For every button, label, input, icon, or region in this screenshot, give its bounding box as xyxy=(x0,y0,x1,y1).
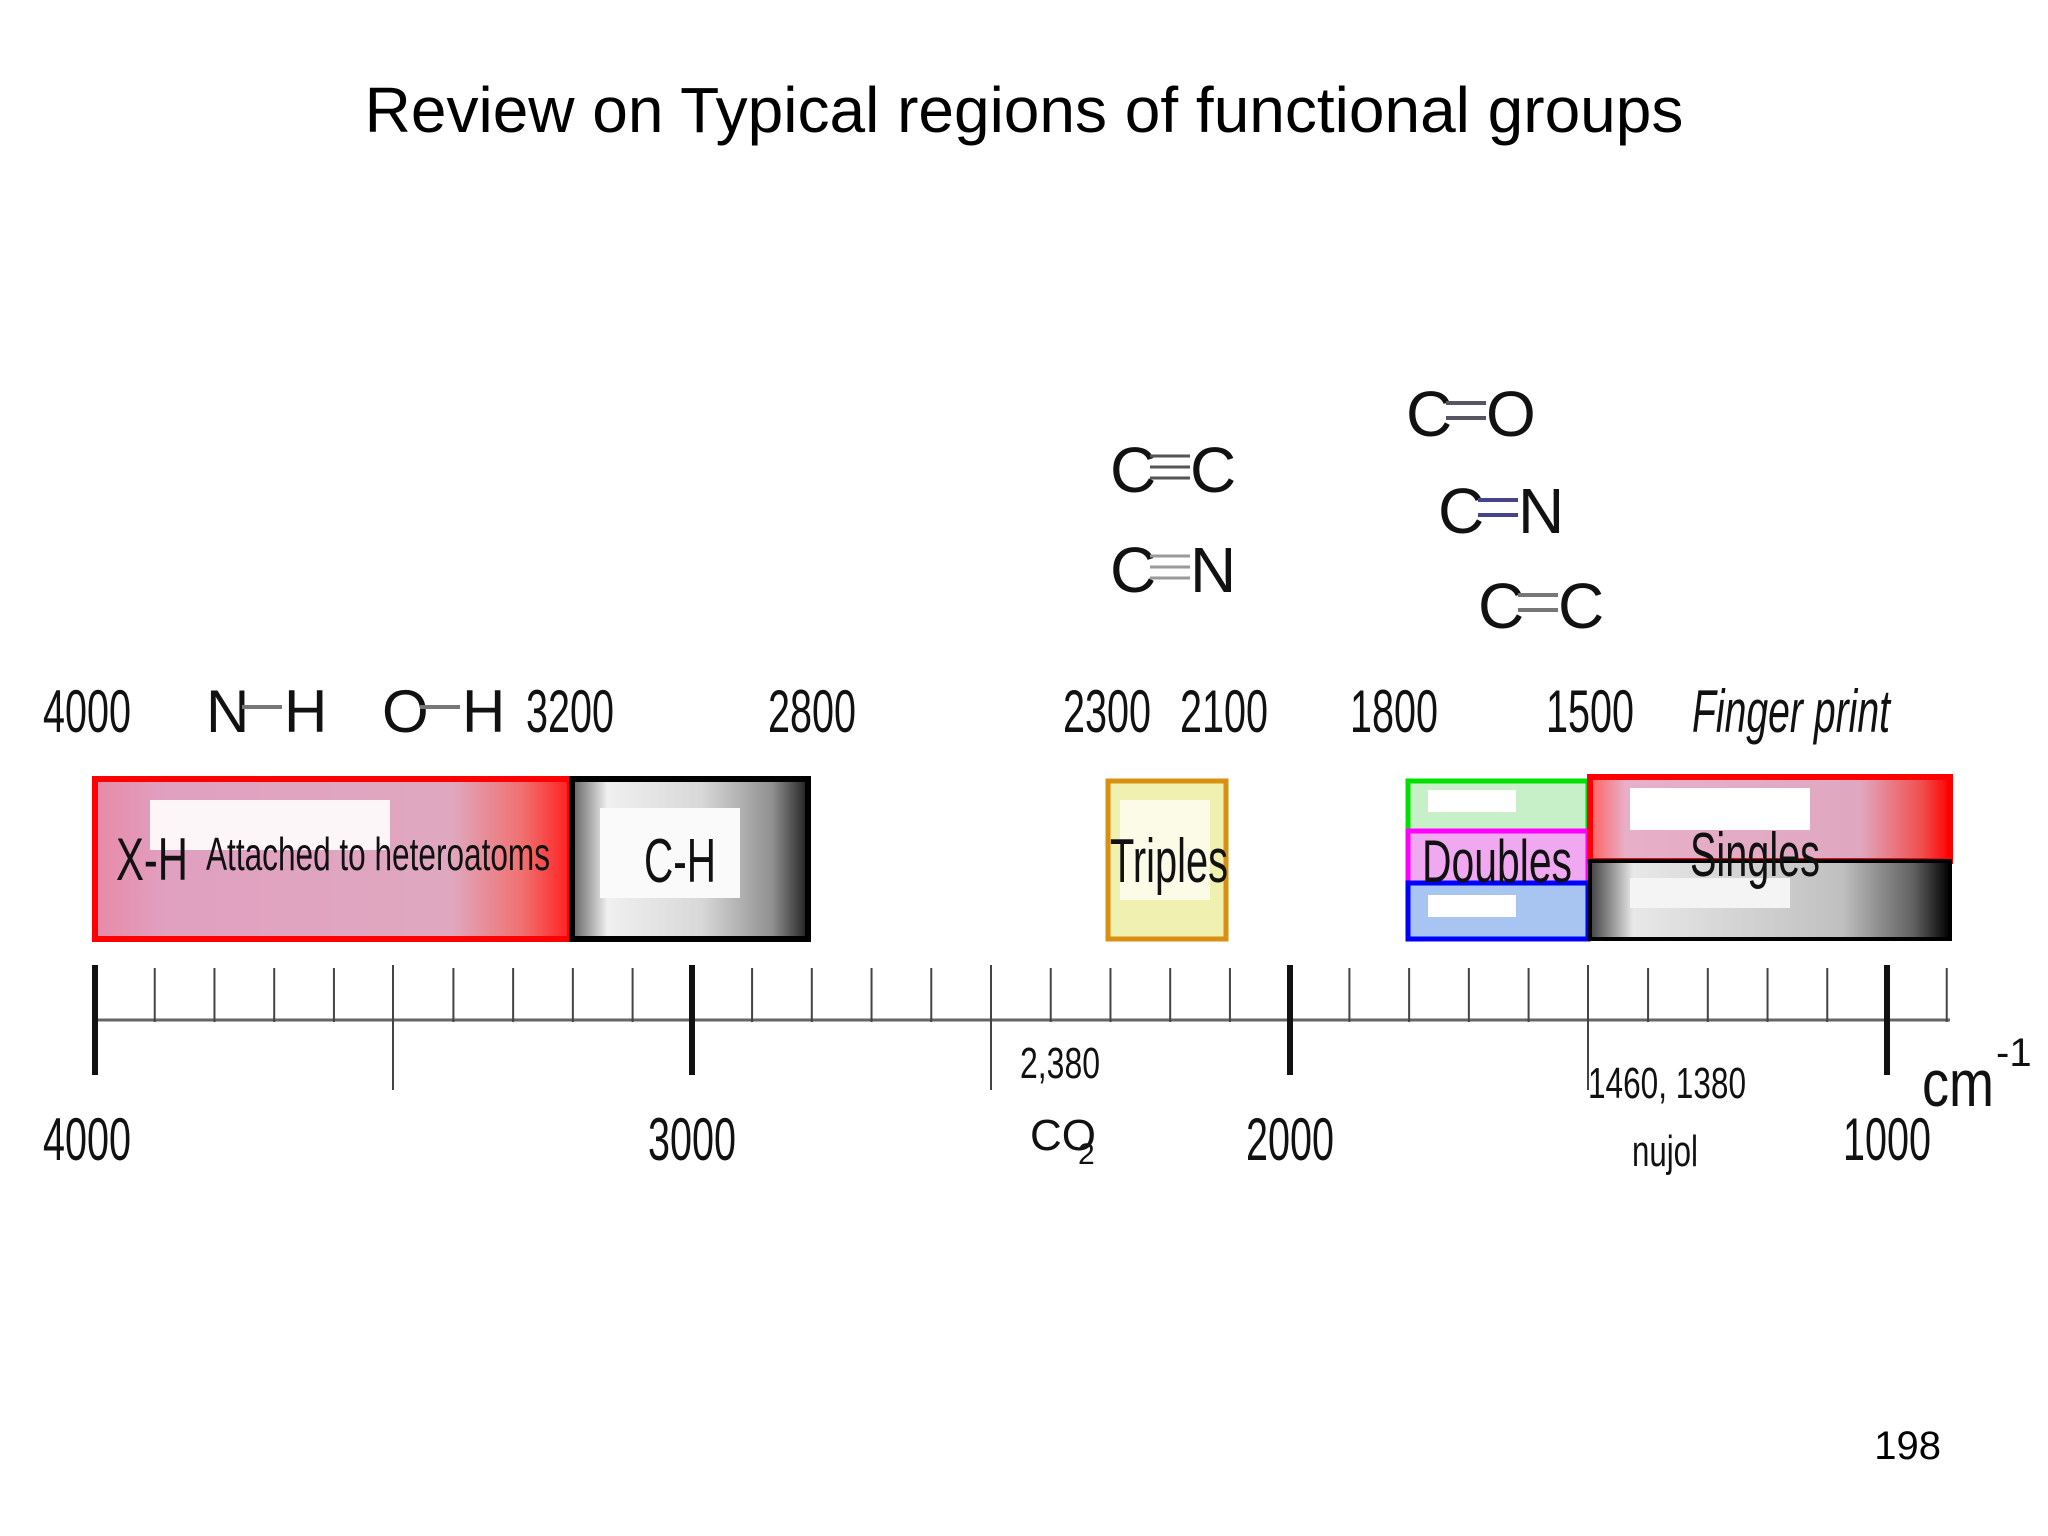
page-number: 198 xyxy=(1874,1424,1941,1468)
nh-n-letter: N xyxy=(206,678,249,745)
oh-o-letter: O xyxy=(382,678,429,745)
region-xh-sublabel: Attached to heteroatoms xyxy=(206,828,550,880)
slide-title: Review on Typical regions of functional … xyxy=(364,74,1684,146)
double-bond-cn: C N xyxy=(1438,475,1564,547)
tb2-bond-lines xyxy=(1150,554,1190,580)
oh-bond-label: O H xyxy=(382,678,505,745)
region-doubles-label: Doubles xyxy=(1422,828,1572,895)
db1-left-atom: C xyxy=(1406,378,1452,450)
axis-label-4000: 4000 xyxy=(43,1106,131,1173)
nujol-values-label: 1460, 1380 xyxy=(1588,1059,1746,1108)
region-xh: X-H Attached to heteroatoms xyxy=(92,776,573,942)
region-singles-label: Singles xyxy=(1690,821,1820,890)
label-4000-top: 4000 xyxy=(43,678,131,745)
axis-unit-exponent: -1 xyxy=(1996,1031,2032,1075)
db1-bond-lines xyxy=(1446,401,1486,420)
double-bond-structures: C O C N C C xyxy=(1406,378,1604,642)
region-singles: Singles xyxy=(1587,774,1953,941)
label-finger-print: Finger print xyxy=(1692,678,1892,745)
tb2-right-atom: N xyxy=(1190,534,1236,606)
db2-left-atom: C xyxy=(1438,475,1484,547)
axis-labels: 4000 3000 2000 1000 2,380 CO 2 1460, 138… xyxy=(43,1031,2032,1176)
triple-bond-cc: C C xyxy=(1110,434,1236,506)
region-xh-label: X-H xyxy=(116,826,188,893)
label-1800: 1800 xyxy=(1350,678,1438,745)
axis-minor-ticks xyxy=(153,968,1948,1022)
label-2800: 2800 xyxy=(768,678,856,745)
region-singles-hl-top xyxy=(1630,788,1810,830)
db2-right-atom: N xyxy=(1518,475,1564,547)
region-triples: Triples xyxy=(1105,778,1229,942)
axis-unit-base: cm xyxy=(1922,1046,1994,1120)
triple-bond-cn: C N xyxy=(1110,534,1236,606)
co2-label: CO 2 xyxy=(1030,1111,1096,1171)
region-doubles-hl-top xyxy=(1428,790,1516,812)
region-triples-label: Triples xyxy=(1110,827,1228,896)
db3-right-atom: C xyxy=(1558,570,1604,642)
tb1-right-atom: C xyxy=(1190,434,1236,506)
co2-subscript: 2 xyxy=(1078,1138,1095,1171)
region-doubles: Doubles xyxy=(1405,778,1591,942)
nh-bond-label: N H xyxy=(206,678,327,745)
label-3200: 3200 xyxy=(526,678,614,745)
db3-left-atom: C xyxy=(1478,570,1524,642)
region-triples-highlight xyxy=(1120,800,1210,900)
nujol-label: nujol xyxy=(1632,1127,1698,1176)
region-ch-highlight xyxy=(600,808,740,898)
db3-bond-lines xyxy=(1518,593,1558,612)
oh-h-letter: H xyxy=(462,678,505,745)
triple-bond-structures: C C C N xyxy=(1110,434,1236,606)
axis-label-2000: 2000 xyxy=(1246,1106,1334,1173)
db1-right-atom: O xyxy=(1486,378,1536,450)
region-xh-highlight xyxy=(150,800,390,850)
region-ch: C-H xyxy=(569,776,811,942)
axis-label-3000: 3000 xyxy=(648,1106,736,1173)
co2-value-label: 2,380 xyxy=(1020,1039,1100,1088)
axis-unit-label: cm -1 xyxy=(1922,1031,2032,1120)
region-doubles-hl-bottom xyxy=(1428,895,1516,917)
label-2100: 2100 xyxy=(1180,678,1268,745)
label-2300: 2300 xyxy=(1063,678,1151,745)
tb2-left-atom: C xyxy=(1110,534,1156,606)
region-singles-hl-bottom xyxy=(1630,878,1790,908)
region-boundary-labels: 4000 N H O H 3200 2800 2300 2100 1800 15… xyxy=(43,678,1892,745)
tb1-bond-lines xyxy=(1150,454,1190,480)
tb1-left-atom: C xyxy=(1110,434,1156,506)
db2-bond-lines xyxy=(1478,498,1518,517)
double-bond-cc: C C xyxy=(1478,570,1604,642)
label-1500: 1500 xyxy=(1546,678,1634,745)
nh-h-letter: H xyxy=(284,678,327,745)
double-bond-co: C O xyxy=(1406,378,1536,450)
region-ch-label: C-H xyxy=(644,827,716,896)
wavenumber-axis xyxy=(92,965,1950,1090)
axis-label-1000: 1000 xyxy=(1843,1106,1931,1173)
co2-base: CO xyxy=(1030,1111,1096,1160)
